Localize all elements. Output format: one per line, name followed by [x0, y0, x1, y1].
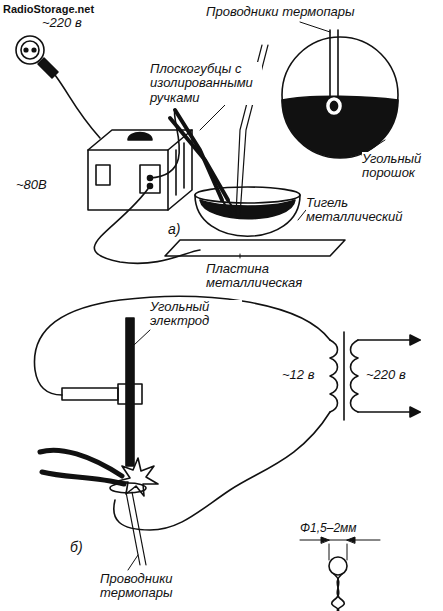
label: ~220 в — [366, 368, 406, 382]
label: Φ1,5–2мм — [300, 522, 357, 535]
label: ~220 в — [42, 16, 82, 30]
mains-lead — [358, 340, 420, 412]
label: Угольный порошок — [362, 152, 440, 181]
cord — [55, 75, 100, 138]
electrode-holder — [62, 388, 118, 400]
wire — [94, 186, 200, 263]
wire — [114, 412, 330, 530]
label: а) — [168, 222, 180, 237]
label: Пластина металлическая — [206, 262, 316, 291]
wire — [150, 110, 179, 178]
transformer-coil — [330, 340, 338, 412]
label: ~80В — [16, 178, 47, 192]
label: Угольный электрод — [150, 300, 242, 329]
metal-plate — [165, 240, 345, 256]
label: Проводники термопары — [206, 5, 355, 19]
socket — [16, 36, 44, 64]
label: Плоскогубцы с изолированными ручками — [150, 62, 262, 105]
thermocouple-wire — [126, 492, 146, 565]
wire — [34, 296, 330, 395]
thermocouple-junction — [329, 557, 347, 575]
carbon-electrode — [126, 318, 134, 466]
transformer-box — [88, 150, 168, 210]
label: ~12 в — [282, 368, 314, 382]
label: б) — [70, 540, 83, 555]
label: RadioStorage.net — [3, 3, 94, 15]
label: Проводники термопары — [100, 572, 210, 601]
label: Тигель металлический — [306, 196, 406, 225]
